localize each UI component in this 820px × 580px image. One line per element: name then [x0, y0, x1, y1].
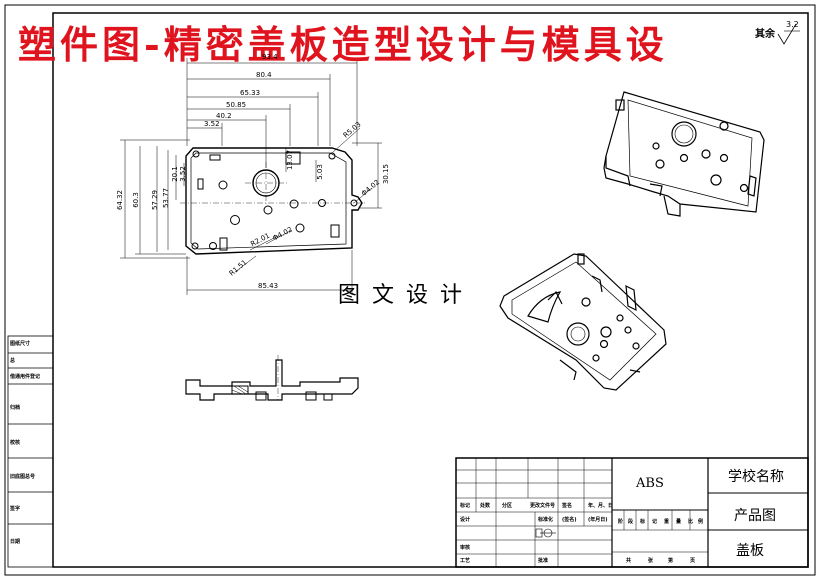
hole: [295, 223, 305, 233]
strip-old-number: 旧底图总号: [10, 474, 36, 480]
stage-h4: 记: [652, 519, 658, 525]
strip-signature: 签字: [10, 506, 21, 512]
date-label: (年月日): [588, 517, 608, 523]
dim-left-2: 60.3: [131, 192, 140, 208]
section-view: [185, 355, 359, 401]
dim-right1: 30.15: [382, 163, 391, 185]
dim-bottom: 85.43: [258, 282, 279, 290]
dim-hole2: Φ4.02: [359, 178, 382, 198]
left-strip: [7, 335, 54, 568]
sign-label: (签名): [562, 517, 577, 523]
roughness-value: 3.2: [786, 20, 799, 29]
approve-label: 批准: [538, 558, 549, 564]
dim-left-6: 3.52: [178, 166, 187, 182]
header-mark: 标记: [460, 503, 471, 509]
dim-r3: R5.03: [341, 120, 363, 140]
stage-h6: 量: [676, 519, 682, 525]
dim-top-overall: 93.4: [262, 53, 278, 61]
stage-h5: 重: [664, 519, 670, 525]
sheet-no: 第: [668, 558, 674, 564]
iso-view-bottom: [499, 253, 667, 391]
stage-h7: 比: [688, 519, 694, 525]
title-block: [455, 457, 809, 568]
strip-register: 借通用件登记: [10, 374, 41, 380]
header-change-doc: 更改文件号: [530, 503, 556, 509]
iso-view-top: [603, 91, 765, 217]
hole: [191, 242, 199, 250]
dim-h1: 13.07: [286, 149, 295, 171]
header-zone: 分区: [502, 503, 513, 509]
dim-hole: Φ4.02: [271, 225, 294, 243]
plan-view: [180, 147, 365, 255]
stage-h3: 标: [640, 519, 646, 525]
hole: [289, 199, 299, 209]
dim-h2: 5.03: [315, 164, 324, 180]
process-label: 工艺: [460, 558, 471, 564]
review-label: 审核: [460, 545, 471, 551]
stage-h1: 阶: [618, 519, 624, 525]
dim-40: 40.2: [216, 112, 232, 120]
hole: [218, 180, 228, 190]
strip-check: 校核: [10, 440, 21, 446]
dim-65: 65.33: [240, 89, 261, 97]
dim-r1: R2.01: [249, 231, 272, 249]
sheet-unit1: 张: [648, 558, 654, 564]
dim-80: 80.4: [256, 71, 272, 79]
material-label: ABS: [636, 476, 664, 491]
product-drawing: 产品图: [734, 508, 776, 524]
outer-border: [4, 4, 816, 576]
roughness-prefix: 其余: [755, 29, 775, 40]
dim-left-1: 64.32: [116, 189, 125, 211]
inner-frame: [52, 12, 809, 568]
strip-archive: 归档: [10, 405, 21, 411]
dim-50: 50.85: [226, 101, 247, 109]
hole: [192, 150, 200, 158]
roughness-symbol: [777, 23, 797, 45]
strip-date: 日期: [10, 539, 21, 545]
design-label: 设计: [460, 517, 471, 523]
strip-drawing-size: 图纸尺寸: [10, 341, 31, 347]
stage-h8: 例: [698, 519, 704, 525]
hole: [230, 215, 240, 225]
plate-outline: [185, 147, 363, 255]
stage-h2: 段: [628, 519, 634, 525]
standardization-label: 标准化: [538, 517, 554, 523]
hole: [209, 242, 217, 250]
sheet-total: 共: [626, 558, 632, 564]
sheet-unit2: 页: [690, 558, 696, 564]
part-name: 盖板: [736, 543, 764, 559]
dim-left-5: 20.1: [170, 166, 179, 182]
dim-left-3: 57.29: [151, 189, 160, 211]
dim-r2: R1.51: [227, 258, 249, 278]
dim-3: 3.52: [204, 120, 220, 128]
header-date: 年、月、日: [588, 503, 614, 509]
dimension-lines: [120, 58, 382, 295]
school-name: 学校名称: [728, 469, 784, 485]
header-sign: 签名: [562, 503, 573, 509]
hole: [263, 205, 273, 215]
header-count: 处数: [480, 503, 491, 509]
strip-total: 总: [10, 358, 16, 364]
dim-left-4: 53.77: [162, 187, 171, 209]
drawing-title-banner: 塑件图-精密盖板造型设计与模具设: [18, 22, 668, 67]
watermark-text: 图文设计: [338, 283, 475, 308]
